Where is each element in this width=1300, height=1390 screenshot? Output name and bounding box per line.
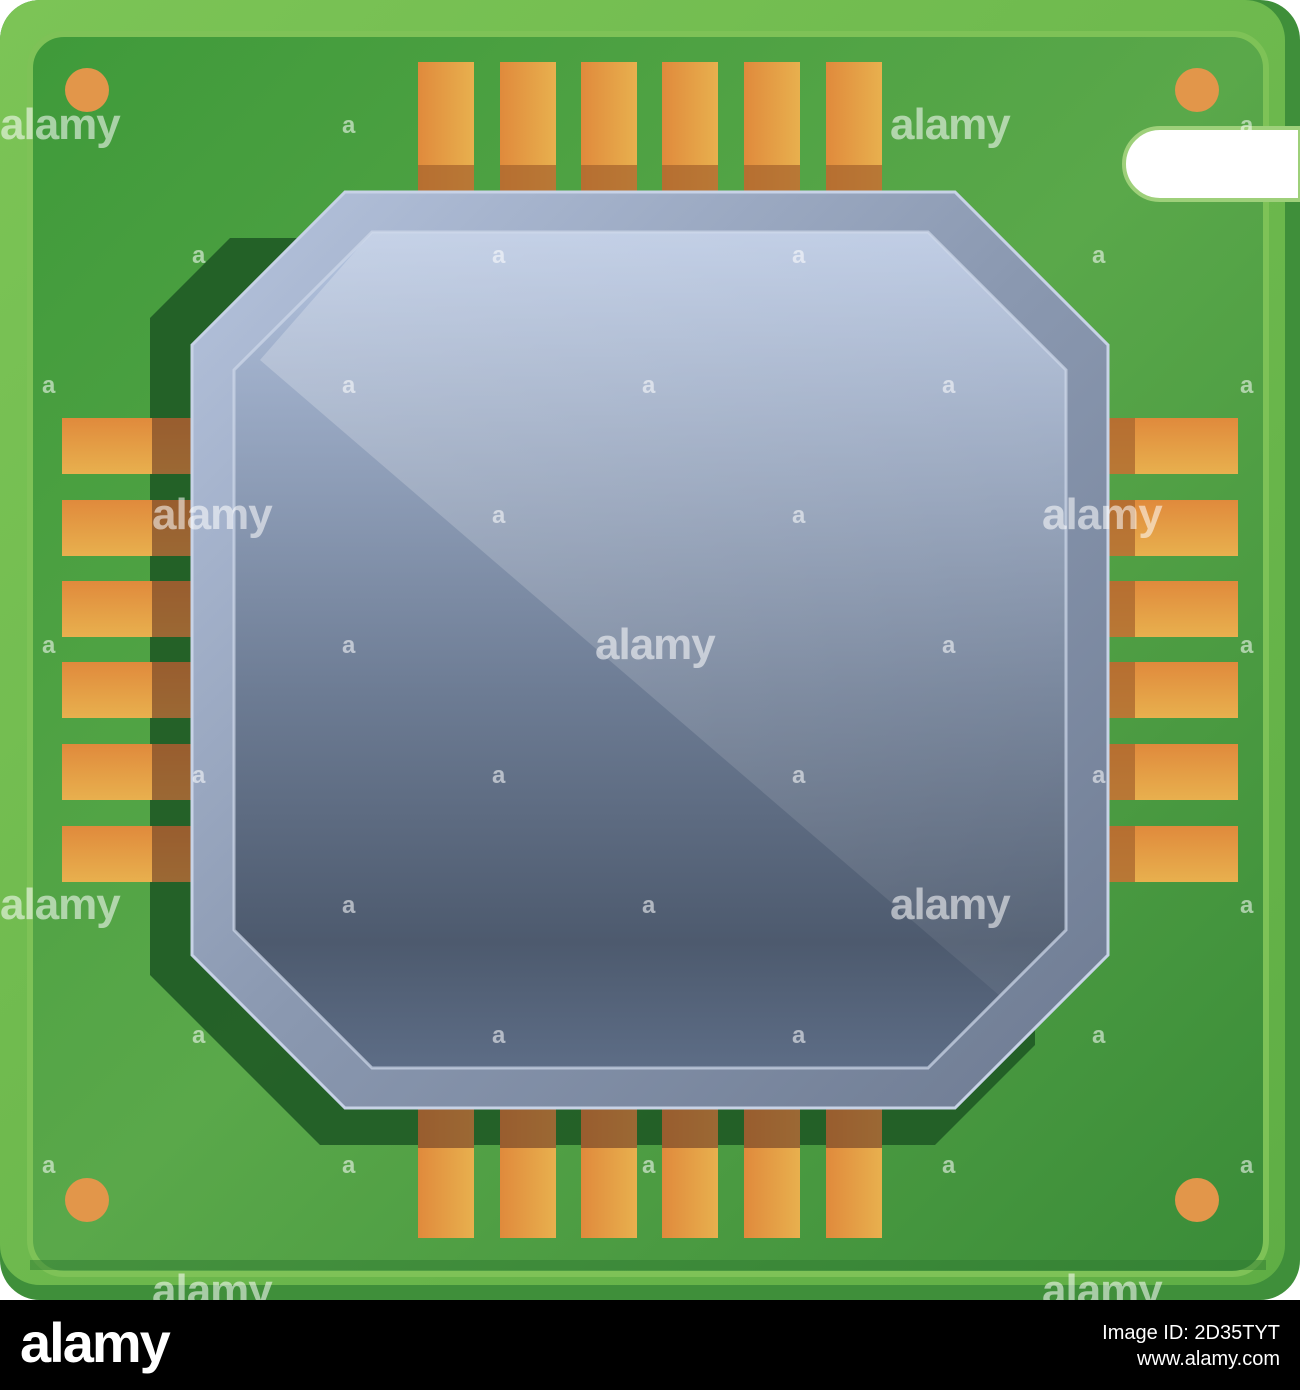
alamy-logo[interactable]: alamy — [20, 1311, 171, 1374]
cpu-chip-icon — [0, 0, 1300, 1300]
bottom-pins — [418, 1108, 882, 1238]
mount-hole-bottom-right — [1175, 1178, 1219, 1222]
stock-footer-bar: alamy Image ID: 2D35TYT www.alamy.com — [0, 1300, 1300, 1390]
site-link[interactable]: www.alamy.com — [1137, 1348, 1280, 1370]
right-pins — [1108, 418, 1238, 882]
chip-sheen — [260, 232, 1066, 996]
image-credit: Image ID: 2D35TYT www.alamy.com — [1102, 1320, 1280, 1372]
mount-hole-top-right — [1175, 68, 1219, 112]
image-id: Image ID: 2D35TYT — [1102, 1322, 1280, 1344]
left-pins — [62, 418, 192, 882]
mount-hole-top-left — [65, 68, 109, 112]
mount-hole-bottom-left — [65, 1178, 109, 1222]
top-pins — [418, 62, 882, 192]
